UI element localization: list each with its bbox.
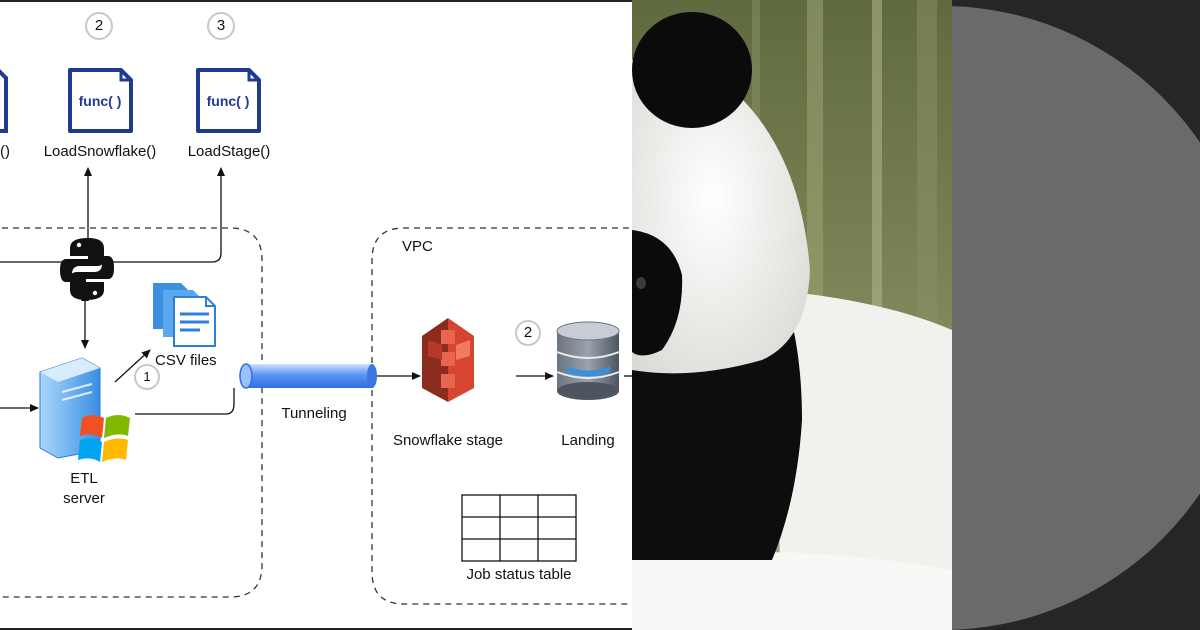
- job-status-table-label: Job status table: [466, 566, 572, 583]
- decor-circle-canvas: [952, 0, 1200, 630]
- job-status-table-icon: [461, 494, 577, 562]
- func-glyph: func( ): [206, 93, 250, 109]
- architecture-diagram: 2 3 1 2 func( ) func( ) ...ta() LoadSnow…: [0, 0, 632, 630]
- etl-server-label-line2: server: [63, 490, 105, 507]
- function-label-loadsnowflake: LoadSnowflake(): [43, 143, 157, 160]
- dark-decor-panel: [952, 0, 1200, 630]
- function-label-loadstage: LoadStage(): [187, 143, 271, 160]
- panda-photo: [632, 0, 952, 630]
- landing-label: Landing: [561, 432, 615, 449]
- csv-files-icon: [153, 283, 216, 347]
- func-doc-icon-loadsnowflake: [68, 68, 133, 133]
- etl-server-label-line1: ETL: [70, 470, 98, 487]
- snowflake-stage-bucket-icon: [422, 318, 474, 402]
- arrow-to-csv: [114, 349, 151, 383]
- step-number: 3: [216, 17, 226, 34]
- tunnel-pipe-icon: [239, 363, 377, 389]
- snowflake-stage-label: Snowflake stage: [392, 432, 504, 449]
- step-circle-1: [134, 364, 160, 390]
- arrow-to-loadstage: [110, 167, 225, 263]
- vpc-title: VPC: [402, 238, 433, 255]
- step-circle-3: [207, 12, 235, 40]
- step-number: 1: [143, 369, 151, 384]
- tunneling-label: Tunneling: [281, 405, 347, 422]
- function-label-partial: ...ta(): [0, 143, 10, 160]
- python-logo-icon: [60, 238, 114, 300]
- func-glyph: func( ): [78, 93, 122, 109]
- step-circle-2-vpc: [515, 320, 541, 346]
- vpc-dashed-boundary: [371, 227, 632, 605]
- landing-database-icon: [556, 321, 620, 400]
- step-circle-2: [85, 12, 113, 40]
- windows-server-icon: [39, 357, 130, 462]
- func-doc-icon-partial: [0, 69, 8, 133]
- etl-dashed-boundary: [0, 227, 263, 598]
- decor-circle: [952, 6, 1200, 630]
- diagram-canvas: [0, 0, 632, 630]
- connector-etl-tunnel: [135, 388, 235, 415]
- step-number: 2: [94, 17, 104, 34]
- step-number: 2: [523, 324, 533, 341]
- csv-files-label: CSV files: [155, 352, 217, 369]
- panda-photo-canvas: [632, 0, 952, 630]
- func-doc-icon-loadstage: [196, 68, 261, 133]
